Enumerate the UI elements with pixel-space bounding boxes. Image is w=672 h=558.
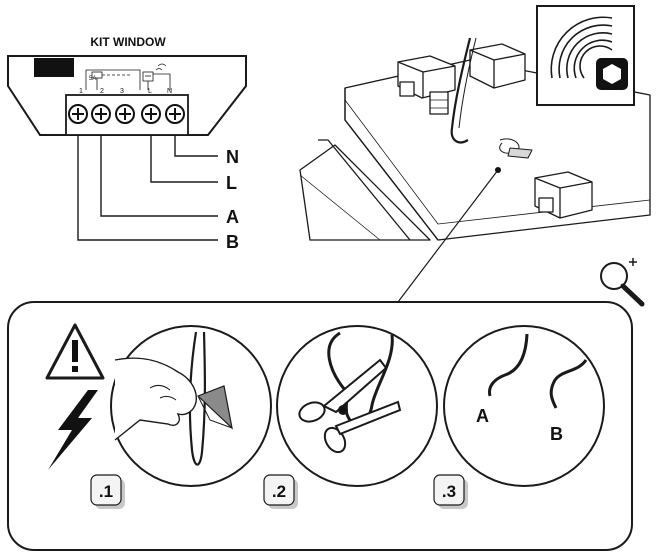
lightning-bolt-icon (48, 390, 98, 470)
wire-label-l: L (226, 173, 237, 193)
step-badge-2: .2 (263, 474, 298, 509)
step-badge-1: .1 (90, 474, 125, 509)
wireless-signal-icon (550, 16, 613, 79)
terminal-screw-l (141, 104, 161, 124)
step-2 (276, 325, 438, 487)
magnifier-plus-icon (600, 258, 645, 307)
terminal-screw-n (165, 104, 185, 124)
inset-box (536, 5, 635, 106)
wire-leads (77, 135, 218, 241)
leader-dot (495, 167, 501, 173)
step-panel: A B .1 .2 .3 (7, 301, 633, 551)
scissors-icon (298, 358, 402, 454)
step-number-2: .2 (272, 482, 286, 501)
hex-nut-icon (596, 58, 628, 90)
terminal-num-2: 2 (100, 88, 104, 95)
kit-window-title: KIT WINDOW (90, 35, 166, 49)
terminal-screw-1 (68, 104, 88, 124)
step3-label-b: B (550, 424, 563, 444)
step-number-1: .1 (99, 482, 113, 501)
wiring-diagram: KIT WINDOW 1 2 3 L N 5A (7, 35, 247, 252)
step-3: A B (443, 325, 605, 487)
terminal-num-3: 3 (120, 88, 124, 95)
terminal-num-1: 1 (79, 88, 83, 95)
warning-triangle-icon (45, 323, 105, 380)
wire-label-n: N (226, 147, 239, 167)
terminal-num-n: N (167, 88, 172, 95)
kit-black-block (34, 58, 74, 77)
step-1 (110, 325, 272, 487)
wire-label-b: B (226, 232, 239, 252)
wire-label-a: A (226, 207, 239, 227)
step3-label-a: A (476, 406, 489, 426)
step-number-3: .3 (442, 482, 456, 501)
fuse-label: 5A (89, 76, 96, 82)
terminal-num-l: L (148, 88, 152, 95)
step-badge-3: .3 (433, 474, 468, 509)
terminal-screw-2 (91, 104, 111, 124)
leader-line (397, 169, 499, 303)
terminal-screw-3 (115, 104, 135, 124)
internal-circuit (85, 63, 171, 90)
